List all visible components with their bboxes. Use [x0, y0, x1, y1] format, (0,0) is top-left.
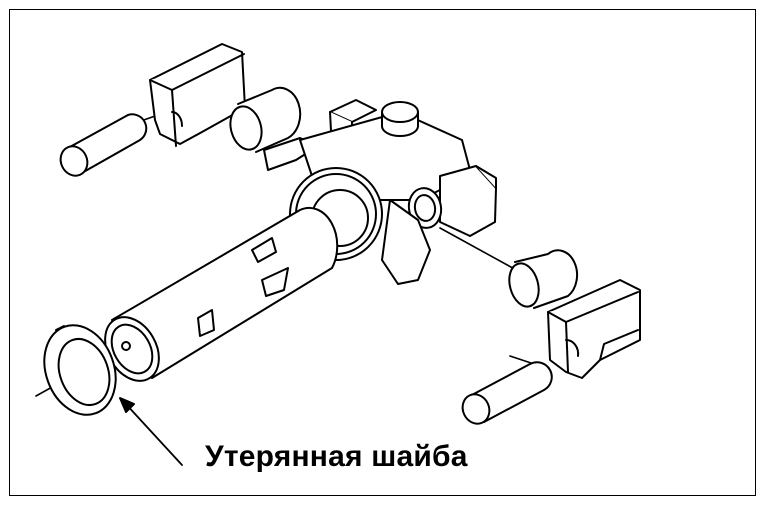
bushing-right — [508, 249, 579, 309]
shaft — [104, 206, 339, 382]
block-left — [149, 43, 246, 147]
bushing-left — [229, 86, 302, 153]
caption-label: Утерянная шайба — [205, 440, 468, 473]
block-right — [547, 279, 641, 379]
shaft-housing — [263, 99, 497, 285]
pointer-arrow — [119, 397, 183, 466]
pin-left — [59, 113, 148, 177]
lost-washer — [43, 324, 117, 416]
pin-right — [461, 361, 553, 425]
cap-top — [381, 101, 419, 137]
